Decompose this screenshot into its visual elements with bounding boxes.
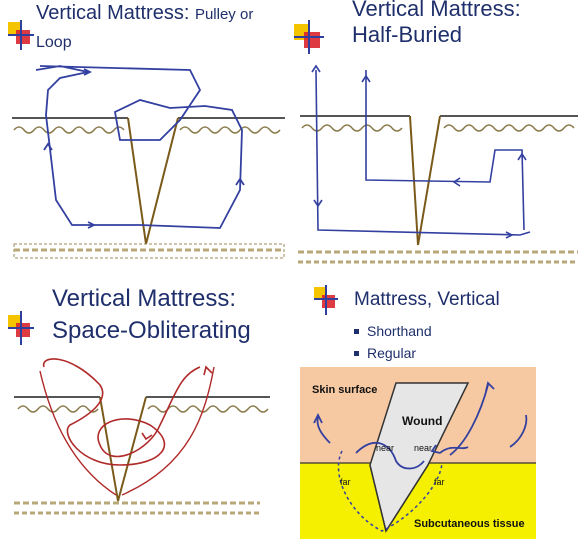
half-buried-title-line1: Vertical Mattress: [352, 0, 521, 21]
pulley-diagram [12, 65, 285, 259]
mattress-diagram: Skin surface Wound near near far far Sub… [300, 367, 536, 539]
bullet-shorthand: Shorthand [354, 323, 432, 339]
label-far-right: far [434, 477, 445, 487]
pulley-title-line1: Vertical Mattress: Pulley or [36, 2, 254, 24]
label-subcutaneous: Subcutaneous tissue [414, 518, 525, 530]
label-near-left: near [376, 443, 394, 453]
pulley-title-line2: Loop [36, 34, 72, 51]
mattress-bullets: Shorthand Regular [354, 323, 432, 367]
half-buried-title-line2: Half-Buried [352, 22, 463, 47]
logo-icon [314, 285, 338, 315]
space-title-line2: Space-Obliterating [52, 317, 251, 344]
panel-pulley: Vertical Mattress: Pulley or Loop [0, 0, 290, 275]
bullet-regular: Regular [354, 345, 432, 361]
logo-icon [8, 20, 34, 50]
logo-icon [8, 311, 34, 345]
space-diagram [14, 358, 270, 515]
logo-icon [294, 20, 324, 54]
space-title-line1: Vertical Mattress: [52, 285, 237, 312]
label-far-left: far [340, 477, 351, 487]
half-buried-diagram [298, 64, 578, 264]
panel-half-buried: Vertical Mattress: Half-Buried [290, 0, 584, 275]
label-near-right: near [414, 443, 432, 453]
panel-mattress-vertical: Mattress, Vertical Shorthand Regular Ski… [290, 275, 584, 543]
label-skin-surface: Skin surface [312, 384, 377, 396]
panel-space-obliterating: Vertical Mattress: Space-Obliterating [0, 275, 290, 543]
mattress-title: Mattress, Vertical [354, 289, 500, 310]
label-wound: Wound [402, 414, 442, 428]
